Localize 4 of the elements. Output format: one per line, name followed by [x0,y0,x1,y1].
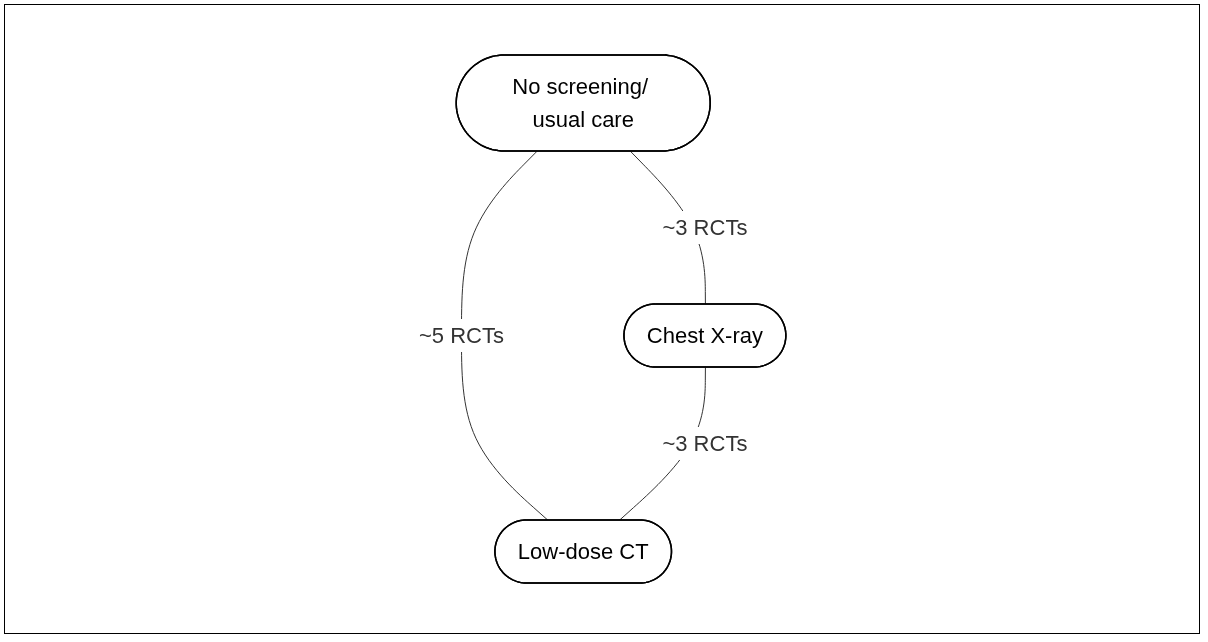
edge-label: ~3 RCTs [662,215,747,240]
edge-label: ~5 RCTs [418,323,504,348]
edge-label: ~3 RCTs [662,430,747,456]
connector [460,151,549,521]
